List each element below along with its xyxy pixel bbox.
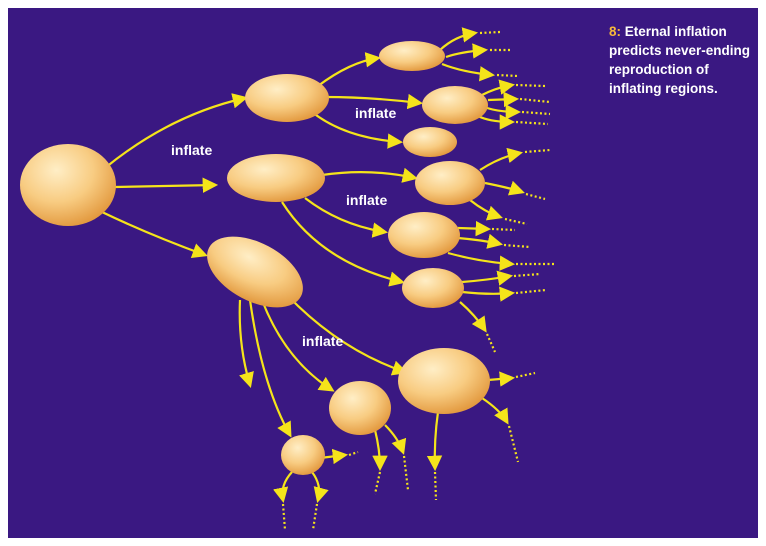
dotted-trail [283, 504, 285, 530]
dotted-trail [504, 245, 530, 247]
arrow [282, 202, 402, 282]
dotted-trail [487, 334, 495, 352]
dotted-trail [375, 472, 380, 494]
dotted-trail [509, 426, 518, 462]
inflate-label: inflate [302, 333, 343, 349]
inflating-region [398, 348, 490, 414]
arrow [322, 172, 415, 178]
parent-inflating-region [20, 144, 116, 226]
dotted-trail [480, 32, 500, 33]
figure-number: 8: [609, 24, 621, 39]
arrow [458, 238, 500, 244]
inflating-region [227, 154, 325, 202]
arrow [470, 200, 500, 217]
inflating-region [379, 41, 445, 71]
arrow [435, 412, 438, 468]
inflating-region [388, 212, 460, 258]
dotted-trail [516, 373, 535, 377]
arrow [482, 398, 507, 422]
arrow [385, 425, 403, 452]
bubble-group [20, 41, 490, 475]
arrow [488, 378, 512, 380]
dotted-trail [349, 452, 358, 455]
arrow [488, 99, 516, 100]
dotted-trail [520, 99, 550, 102]
dotted-trail [492, 229, 515, 230]
arrow [480, 153, 520, 170]
dotted-trail [516, 85, 545, 86]
arrow [462, 292, 512, 294]
dotted-trail [522, 112, 550, 114]
inflating-region [281, 435, 325, 475]
dotted-trail [435, 472, 436, 500]
inflating-region [245, 74, 329, 122]
arrow [442, 64, 492, 75]
inflating-region [329, 381, 391, 435]
dotted-trail [525, 150, 550, 152]
arrow [458, 228, 488, 229]
arrow [446, 50, 485, 57]
arrow [102, 212, 205, 255]
inflating-region [422, 86, 488, 124]
arrow [440, 33, 475, 50]
arrow [375, 430, 380, 468]
arrow [282, 472, 292, 500]
arrow [478, 116, 512, 122]
inflating-region [195, 222, 314, 322]
figure-caption: 8: Eternal inflation predicts never-endi… [609, 22, 759, 98]
inflating-region [415, 161, 485, 205]
inflating-region [402, 268, 464, 308]
arrow [318, 58, 378, 86]
dotted-trail [526, 194, 545, 199]
dotted-trail [505, 219, 527, 224]
dotted-trail [514, 274, 540, 276]
dotted-trail [516, 290, 546, 293]
arrow [460, 302, 485, 330]
inflate-label: inflate [171, 142, 212, 158]
dotted-trail [404, 456, 408, 490]
dotted-trail [497, 75, 518, 76]
arrow [487, 108, 518, 112]
arrow [115, 185, 215, 187]
caption-text: Eternal inflation predicts never-ending … [609, 24, 750, 96]
arrow [448, 253, 512, 264]
dotted-trail [313, 504, 317, 530]
dotted-trail [516, 122, 548, 124]
arrow [312, 472, 319, 500]
inflating-region [403, 127, 457, 157]
arrow [485, 183, 522, 192]
inflate-label: inflate [346, 192, 387, 208]
arrow [240, 300, 250, 385]
arrow [462, 276, 510, 282]
inflate-label: inflate [355, 105, 396, 121]
arrow [325, 97, 420, 103]
arrow [482, 85, 512, 95]
